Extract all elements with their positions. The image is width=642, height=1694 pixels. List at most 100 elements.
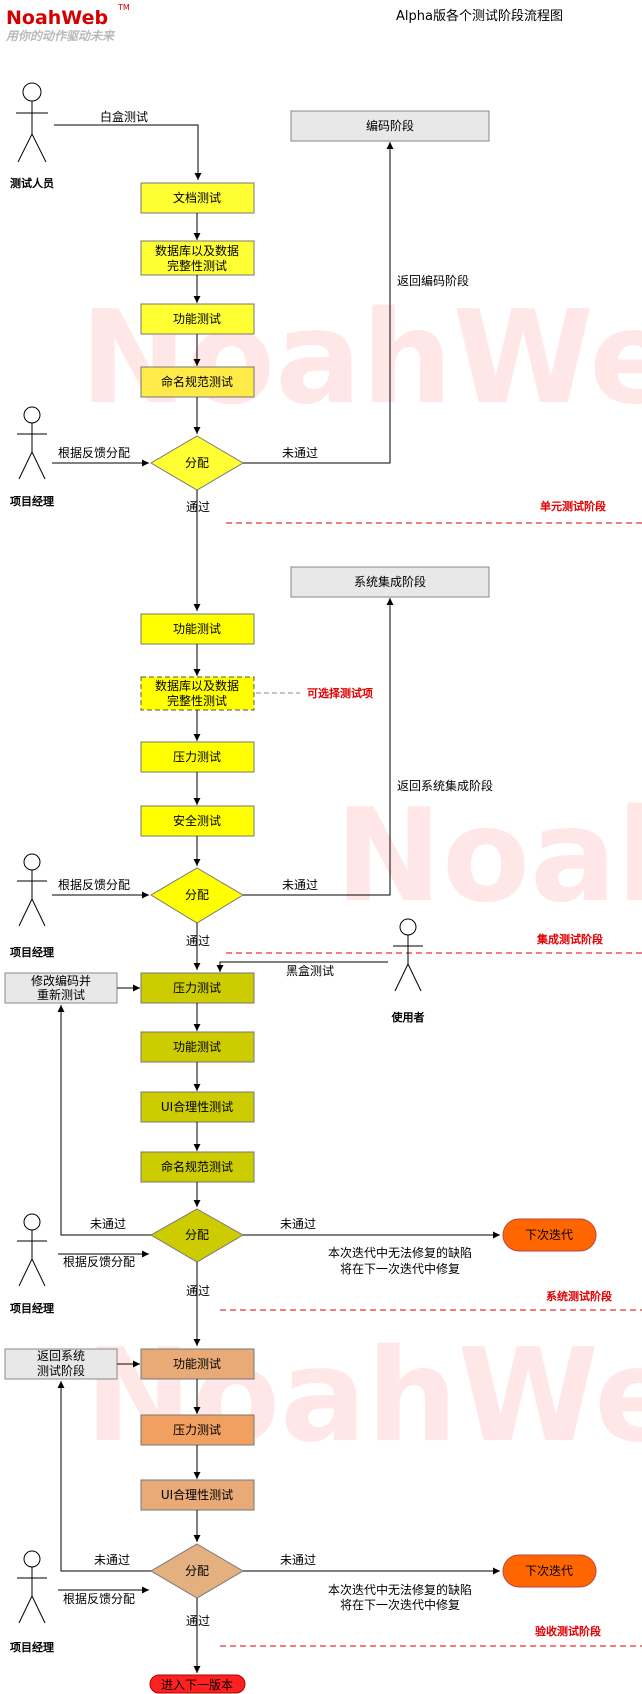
stage3-next-iteration [502, 1218, 597, 1252]
stage1-phase: 单元测试阶段 [540, 499, 606, 513]
stage4-test-ui [140, 1479, 255, 1511]
stage3-return-line2: 重新测试 [37, 987, 85, 1002]
actor-tester-label: 测试人员 [10, 176, 54, 190]
actor-user-icon [393, 918, 423, 992]
stage2-phase: 集成测试阶段 [536, 932, 603, 946]
svg-text:下次迭代: 下次迭代 [525, 1564, 573, 1578]
stage4-fail-left-arrow [57, 1381, 151, 1572]
svg-text:编码阶段: 编码阶段 [366, 118, 414, 133]
stage3-return-line1: 修改编码并 [31, 973, 91, 988]
stage3-test-stress [140, 972, 255, 1004]
svg-text:UI合理性测试: UI合理性测试 [161, 1487, 233, 1502]
svg-text:压力测试: 压力测试 [173, 1422, 221, 1437]
stage-2: 功能测试 数据库以及数据 完整性测试 可选择测试项 压力测试 安全测试 分配 项… [10, 490, 642, 959]
svg-text:未通过: 未通过 [94, 1553, 130, 1567]
svg-text:命名规范测试: 命名规范测试 [161, 1159, 233, 1174]
actor-user-label: 使用者 [391, 1010, 425, 1024]
svg-text:压力测试: 压力测试 [173, 749, 221, 764]
stage3-feedback: 根据反馈分配 [63, 1255, 135, 1269]
header: NoahWeb TM 用你的动作驱动未来 Alpha版各个测试阶段流程图 [5, 3, 563, 43]
logo-tm: TM [117, 3, 130, 12]
stage-1: 测试人员 白盒测试 文档测试 数据库以及数据 完整性测试 功能测试 命名规范测试… [10, 82, 642, 524]
svg-text:通过: 通过 [186, 1284, 210, 1298]
actor-pm-icon [17, 1550, 47, 1624]
stage2-test-function [140, 613, 255, 645]
stage3-test-ui [140, 1091, 255, 1123]
svg-text:通过: 通过 [186, 934, 210, 948]
svg-text:功能测试: 功能测试 [173, 1039, 221, 1054]
page-title: Alpha版各个测试阶段流程图 [396, 8, 563, 24]
end-node [149, 1674, 246, 1694]
stage2-test-database [140, 676, 255, 711]
svg-text:分配: 分配 [185, 456, 209, 470]
stage-4: 功能测试 压力测试 UI合理性测试 返回系统 测试阶段 分配 未通过 项目经理 … [4, 1262, 642, 1694]
stage2-test-security [140, 805, 255, 837]
actor-pm-label-2: 项目经理 [10, 945, 54, 959]
actor-pm-icon [17, 1213, 47, 1287]
black-box-arrow [216, 961, 388, 972]
stage3-test-naming [140, 1151, 255, 1183]
svg-text:未通过: 未通过 [280, 1553, 316, 1567]
stage-3: 使用者 黑盒测试 压力测试 功能测试 UI合理性测试 命名规范测试 修改编码并 … [4, 918, 642, 1315]
end-node-label: 进入下一版本 [161, 1678, 233, 1692]
svg-text:通过: 通过 [186, 1614, 210, 1628]
white-box-label: 白盒测试 [100, 109, 148, 124]
svg-text:功能测试: 功能测试 [173, 311, 221, 326]
svg-text:功能测试: 功能测试 [173, 1356, 221, 1371]
svg-text:分配: 分配 [185, 1228, 209, 1242]
stage2-db-line2: 完整性测试 [167, 693, 227, 708]
stage2-feedback: 根据反馈分配 [58, 878, 130, 892]
stage3-phase: 系统测试阶段 [546, 1289, 612, 1303]
stage4-test-function [140, 1348, 255, 1380]
stage1-db-line2: 完整性测试 [167, 258, 227, 273]
watermark-3: NoahWeb [85, 1322, 642, 1471]
svg-text:命名规范测试: 命名规范测试 [161, 374, 233, 389]
stage1-feedback: 根据反馈分配 [58, 446, 130, 460]
stage4-return-line2: 测试阶段 [37, 1363, 85, 1378]
stage4-next-iteration [502, 1554, 597, 1588]
svg-text:分配: 分配 [185, 1564, 209, 1578]
actor-pm-label-4: 项目经理 [10, 1640, 54, 1654]
svg-text:未通过: 未通过 [282, 446, 318, 460]
svg-text:将在下一次迭代中修复: 将在下一次迭代中修复 [340, 1261, 460, 1276]
svg-text:下次迭代: 下次迭代 [525, 1228, 573, 1242]
svg-text:文档测试: 文档测试 [173, 190, 221, 205]
stage1-test-function [140, 303, 255, 335]
svg-text:本次迭代中无法修复的缺陷: 本次迭代中无法修复的缺陷 [328, 1582, 472, 1597]
svg-text:本次迭代中无法修复的缺陷: 本次迭代中无法修复的缺陷 [328, 1245, 472, 1260]
stage1-test-naming [140, 366, 255, 398]
watermarks: NoahWeb NoahWeb NoahWeb [80, 284, 642, 1471]
stage1-return-box [290, 110, 490, 142]
actor-pm-icon [17, 853, 47, 927]
stage2-return-label: 返回系统集成阶段 [397, 778, 493, 793]
stage2-return-box [290, 566, 490, 598]
logo-text: NoahWeb [6, 7, 108, 29]
logo-tagline: 用你的动作驱动未来 [5, 29, 116, 43]
actor-pm-label-1: 项目经理 [10, 494, 54, 508]
stage1-fail-arrow [243, 142, 394, 464]
stage1-db-line1: 数据库以及数据 [155, 243, 239, 258]
svg-text:安全测试: 安全测试 [173, 813, 221, 828]
stage3-fail-left-arrow [57, 1005, 151, 1236]
actor-pm-label-3: 项目经理 [10, 1301, 54, 1315]
svg-text:将在下一次迭代中修复: 将在下一次迭代中修复 [340, 1597, 460, 1612]
stage4-return-box [4, 1348, 118, 1380]
svg-text:压力测试: 压力测试 [173, 980, 221, 995]
svg-text:UI合理性测试: UI合理性测试 [161, 1099, 233, 1114]
svg-text:功能测试: 功能测试 [173, 621, 221, 636]
stage3-return-box [4, 972, 118, 1004]
svg-text:未通过: 未通过 [282, 878, 318, 892]
actor-tester-icon [16, 82, 48, 163]
stage2-fail-arrow [243, 598, 394, 896]
stage4-return-line1: 返回系统 [37, 1349, 85, 1363]
stage4-phase: 验收测试阶段 [535, 1624, 601, 1638]
svg-text:分配: 分配 [185, 888, 209, 902]
stage1-return-label: 返回编码阶段 [397, 273, 469, 288]
svg-text:未通过: 未通过 [90, 1217, 126, 1231]
arrow-white-box-entry [54, 124, 202, 180]
black-box-label: 黑盒测试 [286, 963, 334, 978]
watermark-2: NoahWeb [335, 782, 642, 931]
svg-text:通过: 通过 [186, 500, 210, 514]
stage4-feedback: 根据反馈分配 [63, 1592, 135, 1606]
